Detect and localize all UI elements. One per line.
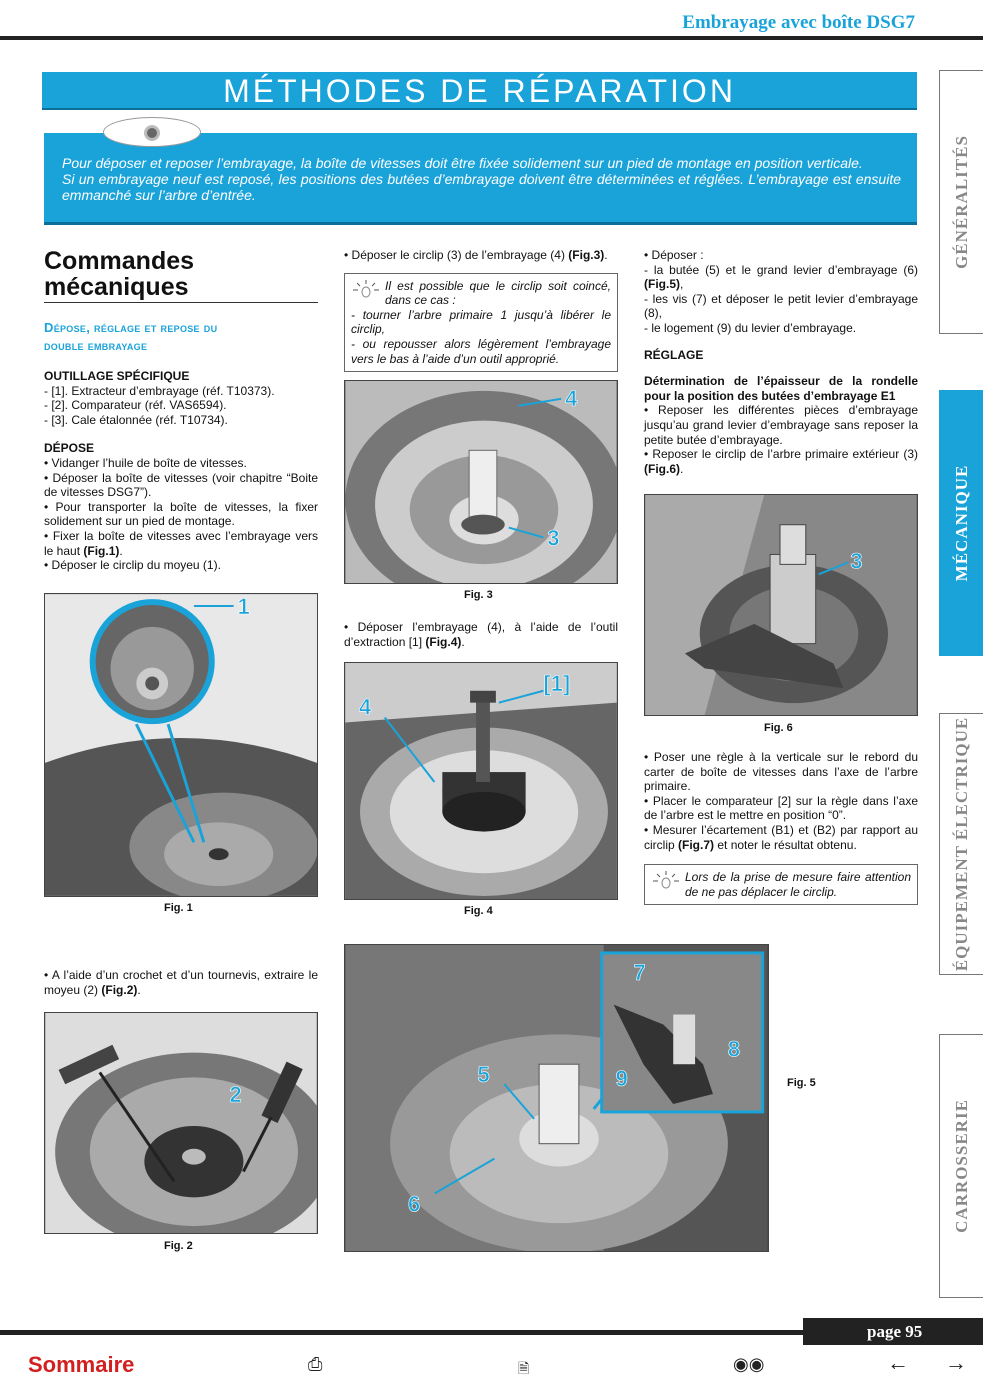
figure-2-drawing: 2 bbox=[45, 1013, 317, 1233]
figure-5-callout: 8 bbox=[728, 1036, 740, 1061]
figure-2: 2 bbox=[44, 1012, 318, 1234]
figure-1-drawing: 1 bbox=[45, 594, 317, 896]
figure-6-callout: 3 bbox=[850, 548, 862, 573]
print-icon[interactable]: ⎙ bbox=[308, 1354, 323, 1374]
depose-step: • Pour transporter la boîte de vitesses,… bbox=[44, 499, 318, 529]
figure-3-label: Fig. 3 bbox=[464, 589, 493, 601]
depose-step: • Vidanger l’huile de boîte de vitesses. bbox=[44, 455, 247, 470]
zoom-page-icon[interactable]: 🗎 bbox=[518, 1360, 530, 1376]
eye-icon bbox=[103, 117, 201, 147]
tab-generalites[interactable]: GÉNÉRALITÉS bbox=[939, 70, 983, 334]
side-tabs: GÉNÉRALITÉS MÉCANIQUE ÉQUIPEMENT ÉLECTRI… bbox=[939, 70, 983, 1300]
outillage-item: - [1]. Extracteur d’embrayage (réf. T103… bbox=[44, 383, 275, 398]
figure-3: 4 3 bbox=[344, 380, 618, 584]
outillage-item: - [2]. Comparateur (réf. VAS6594). bbox=[44, 398, 227, 413]
determination-title: Détermination de l’épaisseur de la ronde… bbox=[644, 374, 918, 403]
figure-3-callout: 3 bbox=[547, 525, 559, 550]
figure-5-label: Fig. 5 bbox=[787, 1077, 816, 1089]
tab-equipement-electrique[interactable]: ÉQUIPEMENT ÉLECTRIQUE bbox=[939, 713, 983, 975]
figure-3-callout: 4 bbox=[565, 386, 577, 411]
column-2-mid: • Déposer l’embrayage (4), à l’aide de l… bbox=[344, 620, 618, 649]
figure-4-label: Fig. 4 bbox=[464, 905, 493, 917]
intro-line-1: Pour déposer et reposer l’embrayage, la … bbox=[62, 155, 863, 171]
figure-3-drawing: 4 3 bbox=[345, 381, 617, 583]
binoculars-icon[interactable]: ◉◉ bbox=[733, 1354, 765, 1374]
figure-5-drawing: 7 8 9 5 6 bbox=[345, 945, 768, 1251]
depose-step: • Fixer la boîte de vitesses avec l’embr… bbox=[44, 528, 318, 558]
figure-4: [1] 4 bbox=[344, 662, 618, 900]
subtitle: Dépose, réglage et repose du double embr… bbox=[44, 320, 218, 353]
footer-rule bbox=[0, 1330, 983, 1335]
figure-4-callout: 4 bbox=[359, 695, 371, 720]
figure-4-callout: [1] bbox=[543, 671, 570, 696]
intro-box: Pour déposer et reposer l’embrayage, la … bbox=[44, 133, 917, 225]
figure-5-callout: 9 bbox=[616, 1066, 628, 1091]
figure-5-callout: 6 bbox=[408, 1191, 420, 1216]
depose-step: • Déposer le circlip du moyeu (1). bbox=[44, 558, 221, 573]
previous-arrow-icon[interactable]: ← bbox=[887, 1350, 909, 1375]
figure-5: 7 8 9 5 6 bbox=[344, 944, 769, 1252]
sommaire-link[interactable]: Sommaire bbox=[28, 1352, 135, 1377]
column-2: • Déposer le circlip (3) de l’embrayage … bbox=[344, 248, 618, 384]
column-3-lower: • Poser une règle à la verticale sur le … bbox=[644, 750, 918, 917]
figure-1: 1 bbox=[44, 593, 318, 897]
figure-1-callout: 1 bbox=[238, 594, 250, 619]
outillage-title: OUTILLAGE SPÉCIFIQUE bbox=[44, 369, 190, 383]
depose-title: DÉPOSE bbox=[44, 441, 95, 456]
figure-4-drawing: [1] 4 bbox=[345, 663, 617, 899]
header-rule bbox=[0, 36, 983, 40]
outillage-item: - [3]. Cale étalonnée (réf. T10734). bbox=[44, 412, 228, 427]
step-text: • Déposer l’embrayage (4), à l’aide de l… bbox=[344, 620, 618, 649]
intro-line-2: Si un embrayage neuf est reposé, les pos… bbox=[62, 171, 901, 203]
next-arrow-icon[interactable]: → bbox=[945, 1350, 967, 1375]
depose-step: • Déposer la boîte de vitesses (voir cha… bbox=[44, 470, 318, 500]
figure-2-callout: 2 bbox=[230, 1082, 242, 1107]
figure-5-callout: 5 bbox=[478, 1062, 490, 1087]
note-box: Lors de la prise de mesure faire attenti… bbox=[644, 864, 918, 906]
column-1-lower: • A l’aide d’un crochet et d’un tournevi… bbox=[44, 968, 318, 997]
step-text: • A l’aide d’un crochet et d’un tournevi… bbox=[44, 968, 318, 997]
tab-carrosserie[interactable]: CARROSSERIE bbox=[939, 1034, 983, 1298]
tab-mecanique[interactable]: MÉCANIQUE bbox=[939, 390, 983, 656]
figure-6: 3 bbox=[644, 494, 918, 716]
step-text: • Déposer le circlip (3) de l’embrayage … bbox=[344, 248, 608, 262]
figure-2-label: Fig. 2 bbox=[164, 1240, 193, 1252]
lightbulb-icon bbox=[351, 279, 381, 301]
note-box: Il est possible que le circlip soit coin… bbox=[344, 272, 618, 373]
column-1: Commandes mécaniques Dépose, réglage et … bbox=[44, 248, 318, 573]
header-title: Embrayage avec boîte DSG7 bbox=[682, 12, 915, 33]
figure-1-label: Fig. 1 bbox=[164, 902, 193, 914]
column-3: • Déposer : - la butée (5) et le grand l… bbox=[644, 248, 918, 476]
figure-6-label: Fig. 6 bbox=[764, 722, 793, 734]
figure-5-callout: 7 bbox=[633, 960, 645, 985]
section-title: Commandes mécaniques bbox=[44, 248, 318, 303]
lightbulb-icon bbox=[651, 870, 681, 892]
figure-6-drawing: 3 bbox=[645, 495, 917, 715]
section-banner: MÉTHODES DE RÉPARATION bbox=[42, 72, 917, 110]
page-number: page 95 bbox=[803, 1318, 983, 1345]
reglage-title: RÉGLAGE bbox=[644, 347, 704, 362]
